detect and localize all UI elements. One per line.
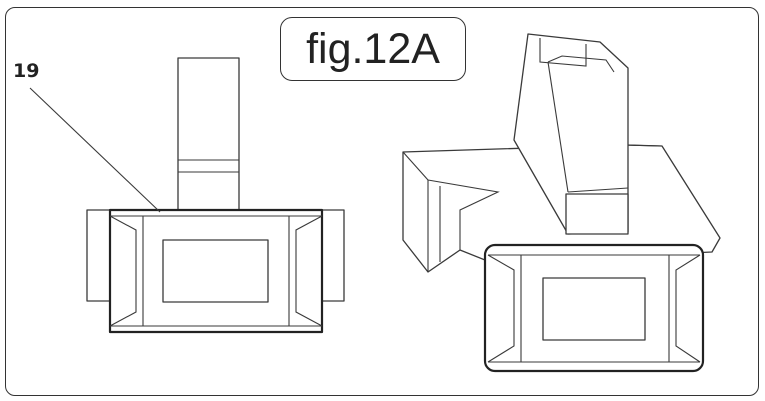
part-front-view [29, 57, 345, 334]
front-clip-window [542, 277, 646, 341]
tower-top-slot [539, 38, 587, 67]
stem-tab [177, 57, 240, 215]
tower-ridge [547, 55, 615, 73]
front-right-bevel [675, 254, 701, 363]
clip-window [162, 239, 269, 303]
front-left-bevel [487, 254, 515, 363]
figure-frame [5, 7, 759, 396]
part-isometric-view [402, 33, 721, 373]
tower-step-top [567, 187, 629, 193]
callout-label-19: 19 [13, 60, 40, 82]
right-bevel [295, 215, 323, 327]
figure-title: fig.12A [306, 24, 440, 73]
base-notch [427, 179, 500, 250]
tower-foot [565, 193, 629, 235]
base-top-edge [624, 144, 663, 147]
callout-leader-line [29, 87, 161, 213]
left-bevel [109, 215, 137, 327]
tower-front-edge [547, 61, 569, 193]
figure-title-box: fig.12A [280, 17, 466, 81]
base-edge-1 [402, 151, 429, 181]
